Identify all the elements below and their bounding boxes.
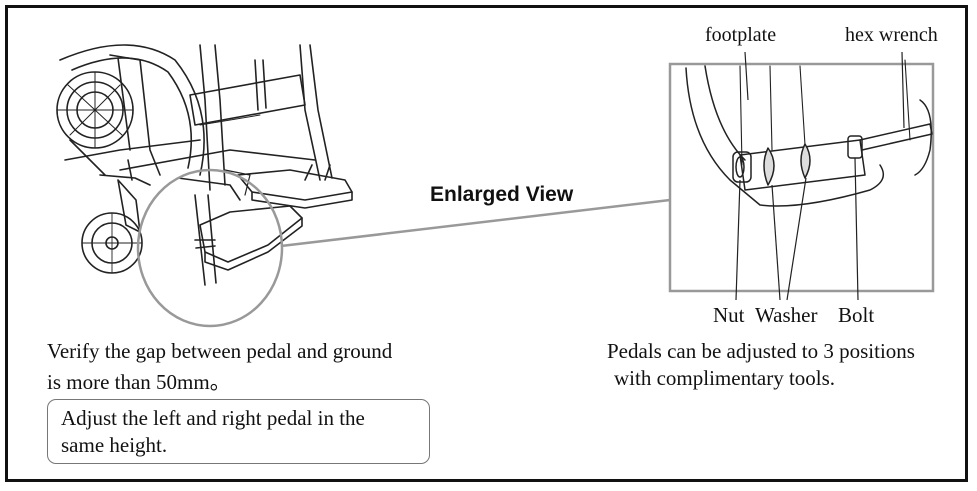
zoom-connector-line xyxy=(280,198,671,248)
positions-instruction-line2: with complimentary tools. xyxy=(614,366,836,390)
footplate-label: footplate xyxy=(705,24,777,46)
gap-instruction-line1: Verify the gap between pedal and ground xyxy=(47,339,393,363)
pedal-height-note-line1: Adjust the left and right pedal in the xyxy=(61,406,365,430)
enlarged-view-title: Enlarged View xyxy=(430,183,574,206)
enlarged-pedal-drawing xyxy=(685,59,933,207)
pedal-height-note-line2: same height. xyxy=(61,433,168,457)
zoom-circle xyxy=(136,168,284,328)
bolt-label: Bolt xyxy=(838,303,875,327)
wheelchair-drawing xyxy=(56,44,353,286)
positions-instruction-line1: Pedals can be adjusted to 3 positions xyxy=(607,339,915,363)
enlarged-view-box xyxy=(668,62,935,293)
pedal-height-note-box xyxy=(47,399,430,464)
nut-label: Nut xyxy=(713,303,745,327)
gap-instruction-line2: is more than 50mm。 xyxy=(47,370,231,394)
hex-wrench-label: hex wrench xyxy=(845,24,938,46)
washer-label: Washer xyxy=(755,303,818,327)
leader-lines xyxy=(735,51,905,301)
